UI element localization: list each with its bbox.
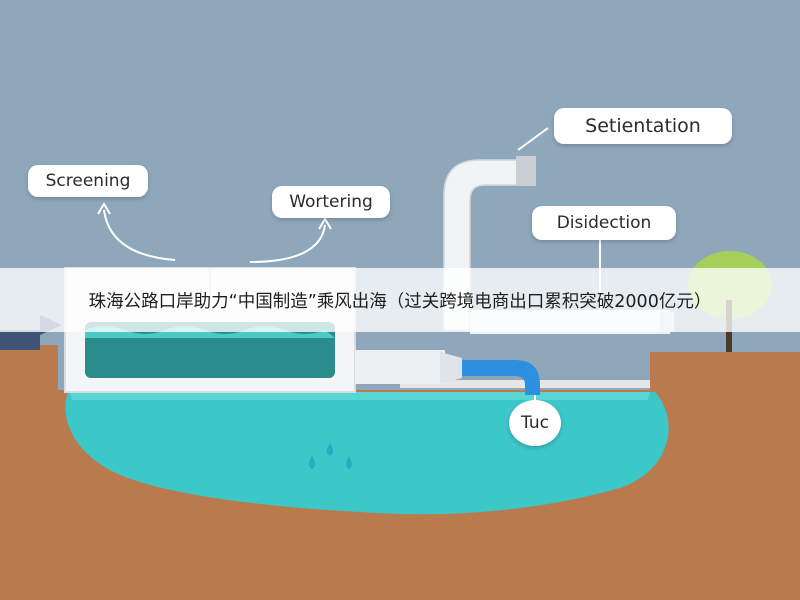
- blue-elbow-pipe: [462, 360, 540, 395]
- caption-text: 珠海公路口岸助力“中国制造”乘风出海（过关跨境电商出口累积突破2000亿元）: [88, 291, 712, 312]
- caption-banner: 珠海公路口岸助力“中国制造”乘风出海（过关跨境电商出口累积突破2000亿元）: [0, 268, 800, 332]
- water-pond-highlight: [70, 392, 650, 400]
- outlet-nozzle: [440, 352, 462, 384]
- workering-arrow-head: [318, 217, 332, 230]
- water-drop-1: [309, 456, 315, 469]
- label-screening: Screening: [28, 165, 148, 197]
- label-disidection: Disidection: [532, 206, 676, 240]
- water-drop-2: [327, 443, 333, 456]
- workering-arrow: [249, 224, 326, 263]
- screening-arrow: [103, 209, 176, 261]
- label-tuc: Tuc: [509, 400, 561, 446]
- label-setientation: Setientation: [554, 108, 732, 144]
- outlet-pipe: [355, 350, 445, 384]
- screening-arrow-head: [97, 202, 111, 215]
- setientation-arrow: [517, 127, 549, 151]
- pipe-cap: [516, 156, 536, 186]
- label-workering: Wortering: [272, 186, 390, 218]
- water-drop-3: [346, 456, 352, 469]
